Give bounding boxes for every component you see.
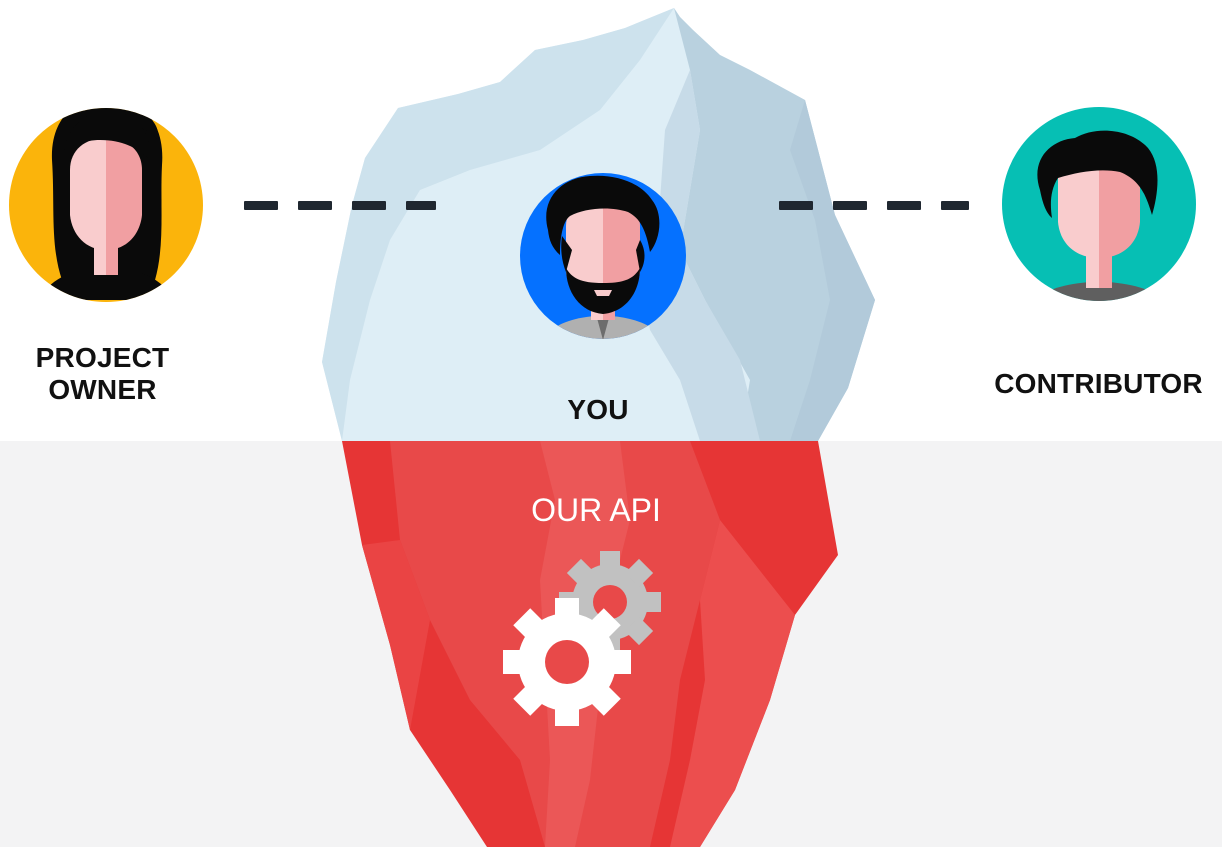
- primary-gear: [503, 598, 631, 726]
- woman-avatar-icon: [9, 108, 203, 302]
- bearded-man-avatar-icon: [520, 173, 686, 339]
- project-owner-label-line2: OWNER: [48, 374, 157, 405]
- you-label: YOU: [567, 394, 629, 425]
- our-api-label: OUR API: [531, 492, 661, 528]
- project-owner-label: PROJECT OWNER: [10, 342, 195, 406]
- man-avatar-icon: [1002, 107, 1196, 301]
- connector-owner-you: [244, 201, 436, 210]
- project-owner-label-line1: PROJECT: [35, 342, 170, 373]
- connector-you-contributor: [779, 201, 969, 210]
- gears-icon: [503, 551, 661, 726]
- contributor-label: CONTRIBUTOR: [994, 368, 1203, 399]
